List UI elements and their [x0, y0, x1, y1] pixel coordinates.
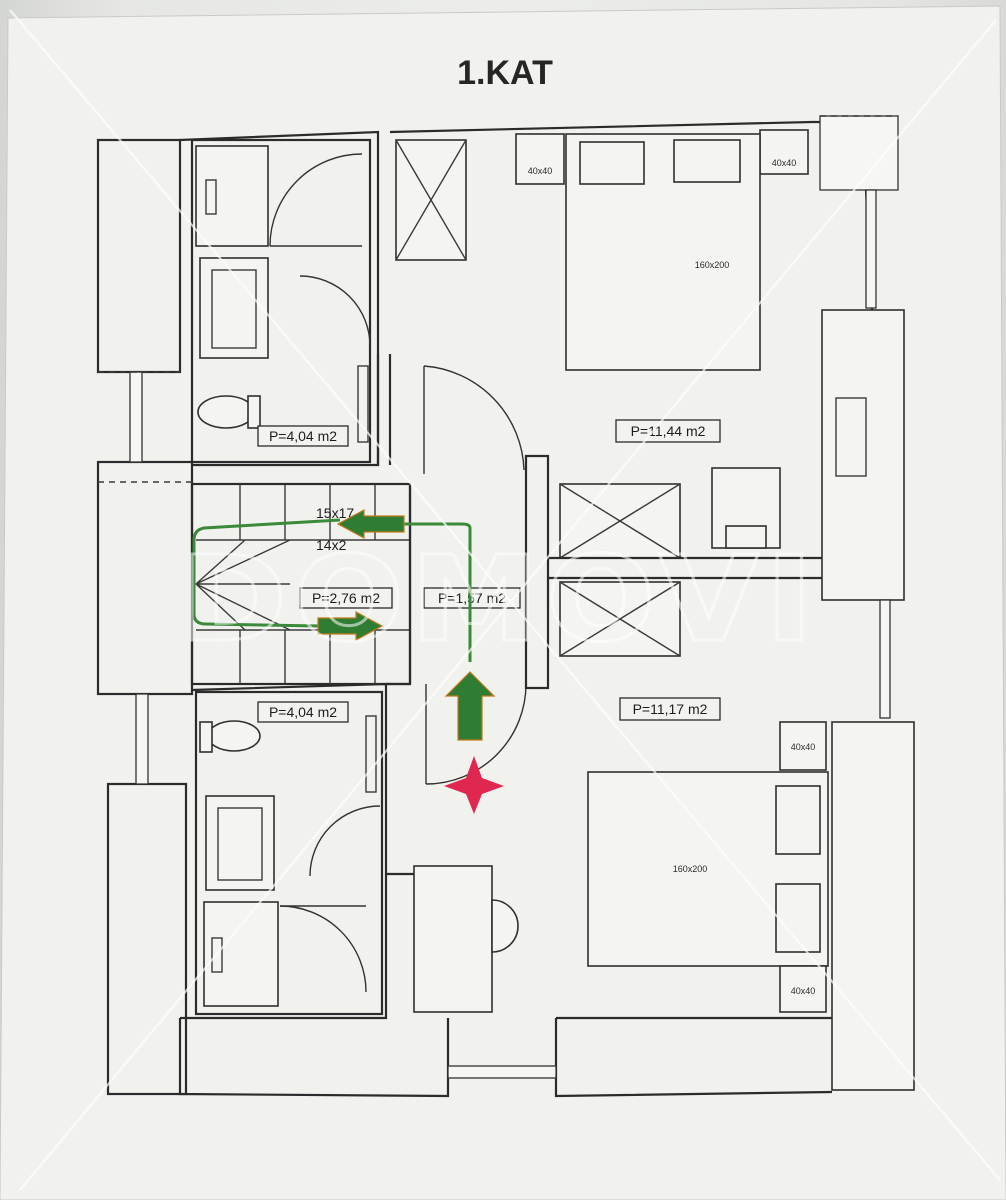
- nightstand-bb-label: 40x40: [791, 986, 816, 996]
- stair-step-top-label: 15x17: [316, 505, 354, 521]
- arrow-up-icon: [444, 671, 496, 741]
- stair-step-bottom-label: 14x2: [316, 537, 347, 553]
- route-path: [192, 518, 472, 662]
- watermark: DOMOVI: [9, 9, 1001, 1191]
- bathroom-top: P=4,04 m2: [190, 138, 372, 464]
- arrow-left-icon: [336, 508, 405, 540]
- hallway: P=1,57 m2: [376, 354, 550, 785]
- bathroom-bottom-area-label: P=4,04 m2: [269, 704, 337, 720]
- nightstand-bt-label: 40x40: [791, 742, 816, 752]
- floor-title: 1.KAT: [457, 54, 553, 92]
- arrow-right-icon: [317, 610, 384, 642]
- bedroom-top: 40x40 40x40 160x200 P=11,44 m2: [395, 129, 867, 580]
- nightstand-tr-label: 40x40: [772, 158, 797, 168]
- stairs-area-label: P=2,76 m2: [312, 590, 380, 606]
- bathroom-top-area-label: P=4,04 m2: [269, 428, 337, 444]
- bed-top-size-label: 160x200: [695, 260, 730, 270]
- bed-bottom-size-label: 160x200: [673, 864, 708, 874]
- bedroom-top-area-label: P=11,44 m2: [631, 423, 706, 439]
- bedroom-bottom: P=11,17 m2 40x40 160x200 40x40: [386, 581, 832, 1020]
- watermark-text: DOMOVI: [180, 530, 820, 668]
- route-markers: [192, 508, 504, 814]
- hall-area-label: P=1,57 m2: [438, 590, 506, 606]
- position-marker-icon: [444, 756, 504, 814]
- bathroom-bottom: P=4,04 m2: [194, 690, 384, 1016]
- nightstand-tl-label: 40x40: [528, 166, 553, 176]
- bedroom-bottom-area-label: P=11,17 m2: [633, 701, 708, 717]
